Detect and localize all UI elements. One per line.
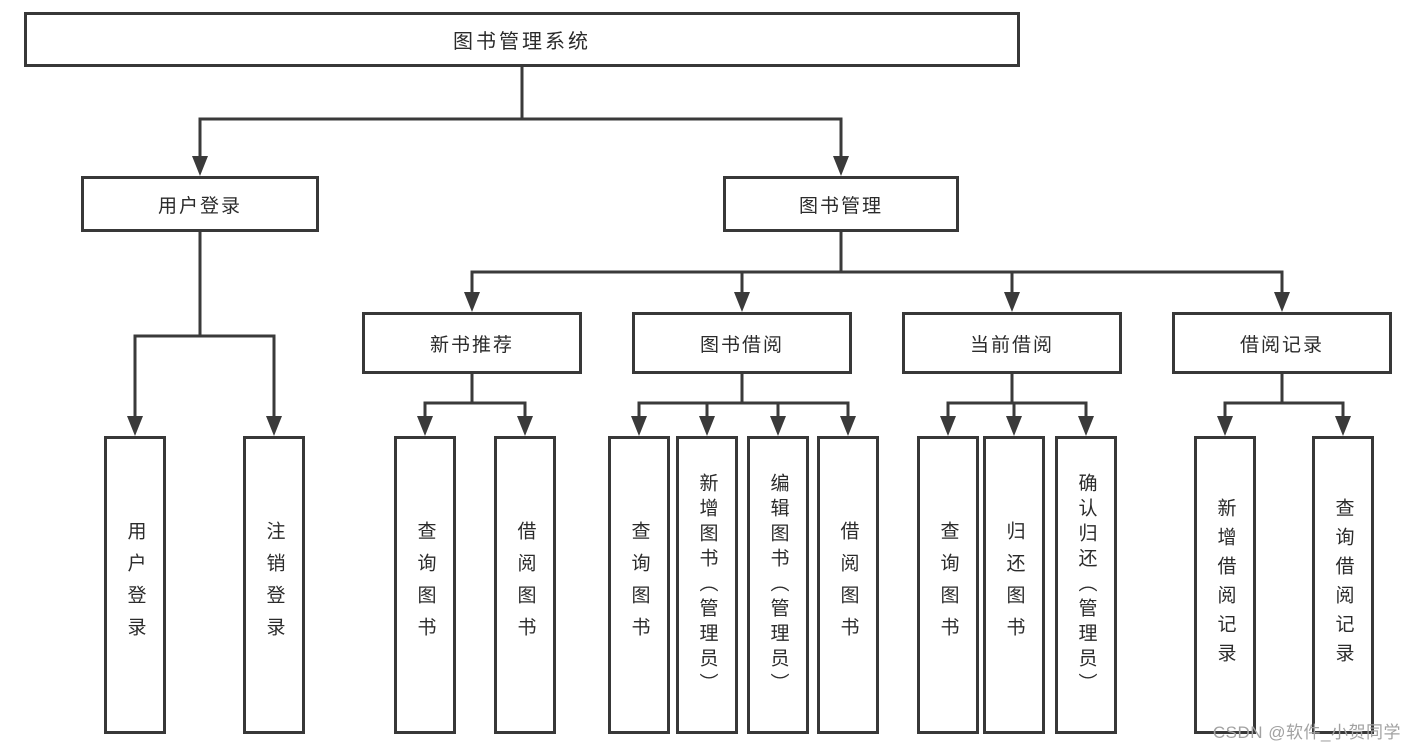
leaf-borrowing-query-books: 查询图书 bbox=[608, 436, 670, 734]
leaf-current-query-books: 查询图书 bbox=[917, 436, 979, 734]
leaf-label: 查询借阅记录 bbox=[1332, 498, 1354, 672]
leaf-label: 查询图书 bbox=[414, 521, 436, 649]
leaf-logout-login: 注销登录 bbox=[243, 436, 305, 734]
node-label: 图书借阅 bbox=[699, 334, 784, 356]
node-new-book-recommend: 新书推荐 bbox=[362, 312, 582, 374]
leaf-borrowing-add-books-admin: 新增图书（管理员） bbox=[676, 436, 738, 734]
leaf-label: 编辑图书（管理员） bbox=[767, 472, 789, 698]
leaf-borrowing-edit-books-admin: 编辑图书（管理员） bbox=[747, 436, 809, 734]
leaf-recommend-borrow-books: 借阅图书 bbox=[494, 436, 556, 734]
leaf-label: 用户登录 bbox=[124, 521, 146, 649]
leaf-label: 新增图书（管理员） bbox=[696, 472, 718, 698]
leaf-records-add-borrow-record: 新增借阅记录 bbox=[1194, 436, 1256, 734]
node-label: 用户登录 bbox=[157, 195, 242, 217]
node-label: 当前借阅 bbox=[969, 334, 1054, 356]
leaf-label: 查询图书 bbox=[937, 521, 959, 649]
leaf-label: 借阅图书 bbox=[837, 521, 859, 649]
leaf-label: 确认归还（管理员） bbox=[1075, 472, 1097, 698]
leaf-records-query-borrow-record: 查询借阅记录 bbox=[1312, 436, 1374, 734]
node-label: 新书推荐 bbox=[429, 334, 514, 356]
leaf-label: 新增借阅记录 bbox=[1214, 498, 1236, 672]
csdn-watermark: CSDN @软件_小贺同学 bbox=[1212, 723, 1401, 742]
leaf-current-return-books: 归还图书 bbox=[983, 436, 1045, 734]
node-library-management-system: 图书管理系统 bbox=[24, 12, 1020, 67]
leaf-borrowing-borrow-books: 借阅图书 bbox=[817, 436, 879, 734]
leaf-user-login: 用户登录 bbox=[104, 436, 166, 734]
node-user-login: 用户登录 bbox=[81, 176, 319, 232]
node-book-borrowing: 图书借阅 bbox=[632, 312, 852, 374]
node-label: 图书管理 bbox=[798, 195, 883, 217]
leaf-label: 归还图书 bbox=[1003, 521, 1025, 649]
leaf-label: 注销登录 bbox=[263, 521, 285, 649]
leaf-label: 查询图书 bbox=[628, 521, 650, 649]
leaf-current-confirm-return-admin: 确认归还（管理员） bbox=[1055, 436, 1117, 734]
node-label: 图书管理系统 bbox=[453, 31, 591, 53]
node-borrowing-records: 借阅记录 bbox=[1172, 312, 1392, 374]
leaf-label: 借阅图书 bbox=[514, 521, 536, 649]
node-label: 借阅记录 bbox=[1239, 334, 1324, 356]
leaf-recommend-query-books: 查询图书 bbox=[394, 436, 456, 734]
arrowheads bbox=[127, 156, 1351, 436]
node-book-management: 图书管理 bbox=[723, 176, 959, 232]
node-current-borrowing: 当前借阅 bbox=[902, 312, 1122, 374]
